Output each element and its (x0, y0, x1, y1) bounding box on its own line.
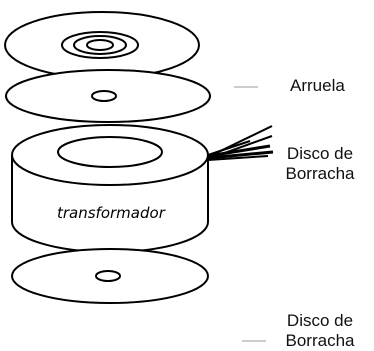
leader-lines (234, 86, 266, 342)
lead-wire-5 (207, 150, 274, 160)
transformer-core (11, 124, 209, 253)
washer-label: Arruela (290, 76, 345, 95)
rubber-disc-top-label-line1: Disco de (286, 144, 354, 163)
transformer-core-hole (57, 136, 163, 168)
rubber-disc-bottom (11, 248, 209, 304)
rubber-disc-top (4, 11, 200, 79)
transformer-core-label: transformador (57, 204, 165, 222)
rubber-disc-bottom-label-line1: Disco de (286, 311, 354, 330)
lead-wires (207, 125, 274, 161)
rubber-disc-top-hole (86, 39, 114, 51)
rubber-disc-bottom-hole (95, 270, 121, 282)
lead-wire-4 (207, 144, 271, 158)
lead-wire-6 (207, 155, 269, 161)
rubber-disc-bottom-label-line2: Borracha (285, 331, 355, 350)
rubber-disc-top-label-line2: Borracha (285, 164, 355, 183)
washer-hole (91, 90, 117, 102)
rubber-disc-bottom-label: Disco de Borracha (272, 311, 368, 351)
lead-wire-3 (207, 140, 251, 156)
rubber-disc-top-label: Disco de Borracha (272, 144, 368, 184)
washer (5, 69, 211, 123)
